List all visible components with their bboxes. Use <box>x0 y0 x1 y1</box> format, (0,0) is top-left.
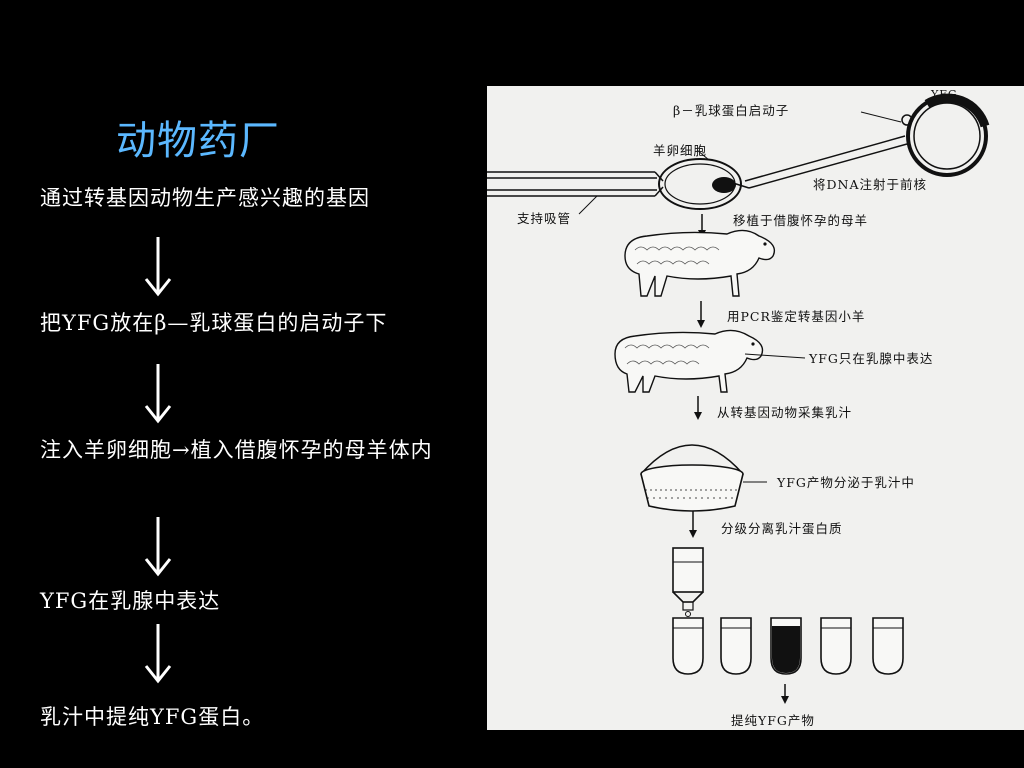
egg-cell-icon <box>658 149 742 210</box>
process-diagram: YFG β－乳球蛋白启动子 羊卵细胞 支持吸管 将DNA注射于前核 移植于借腹怀… <box>487 86 1024 730</box>
yfg-label: YFG <box>931 88 958 101</box>
promoter-label: β－乳球蛋白启动子 <box>673 103 790 118</box>
step-4-text: YFG在乳腺中表达 <box>40 589 221 613</box>
step-1-text: 通过转基因动物生产感兴趣的基因 <box>40 186 370 210</box>
secrete-label: YFG产物分泌于乳汁中 <box>777 475 915 490</box>
down-arrow-icon <box>144 624 172 684</box>
down-arrow-icon <box>144 364 172 424</box>
milk-pail-icon <box>640 444 767 512</box>
express-label: YFG只在乳腺中表达 <box>809 351 934 366</box>
plasmid-icon <box>901 93 990 177</box>
collect-label: 从转基因动物采集乳汁 <box>717 405 853 420</box>
pcr-label: 用PCR鉴定转基因小羊 <box>727 309 866 324</box>
purify-label: 提纯YFG产物 <box>731 713 815 728</box>
sheep-icon <box>614 329 806 393</box>
egg-cell-label: 羊卵细胞 <box>653 143 708 158</box>
diagram-drawing <box>487 93 990 704</box>
transplant-label: 移植于借腹怀孕的母羊 <box>733 213 869 228</box>
sheep-icon <box>624 229 776 297</box>
step-5-text: 乳汁中提纯YFG蛋白。 <box>40 705 265 729</box>
support-pipette-icon <box>487 171 664 215</box>
chromatography-column-icon <box>672 547 704 617</box>
slide-title: 动物药厂 <box>116 118 280 164</box>
down-arrow-icon <box>144 517 172 577</box>
step-3-text: 注入羊卵细胞→植入借腹怀孕的母羊体内 <box>40 438 433 462</box>
fraction-label: 分级分离乳汁蛋白质 <box>721 521 843 536</box>
down-arrow-icon <box>144 237 172 297</box>
test-tubes-icon <box>672 617 904 675</box>
inject-label: 将DNA注射于前核 <box>813 177 927 192</box>
step-2-text: 把YFG放在β—乳球蛋白的启动子下 <box>40 311 388 335</box>
pipette-label: 支持吸管 <box>517 211 572 226</box>
